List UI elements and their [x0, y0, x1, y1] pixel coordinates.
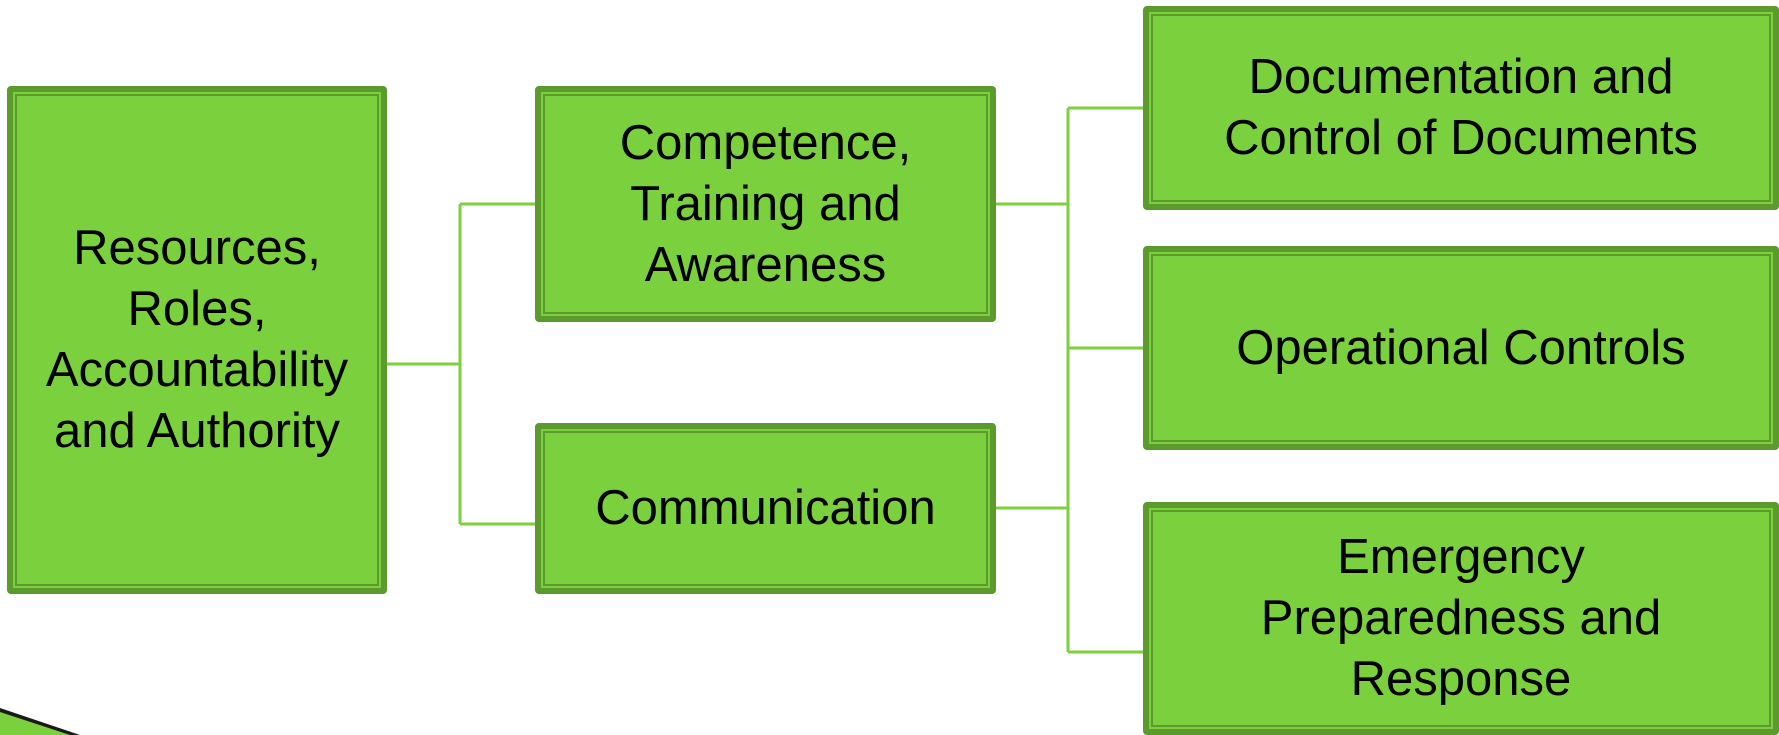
node-root: Resources, Roles, Accountability and Aut… [7, 86, 387, 594]
node-communication: Communication [535, 423, 996, 594]
node-communication-label: Communication [595, 481, 936, 535]
node-operational: Operational Controls [1143, 246, 1779, 450]
node-documentation: Documentation and Control of Documents [1143, 6, 1779, 210]
corner-arrow-decoration [0, 708, 80, 735]
node-emergency-label: Emergency Preparedness and Response [1260, 530, 1662, 706]
node-competence: Competence, Training and Awareness [535, 86, 996, 322]
node-root-label: Resources, Roles, Accountability and Aut… [45, 221, 349, 458]
node-documentation-label: Documentation and Control of Documents [1224, 50, 1698, 165]
node-competence-label: Competence, Training and Awareness [619, 115, 912, 292]
node-operational-label: Operational Controls [1236, 320, 1686, 375]
node-emergency: Emergency Preparedness and Response [1143, 502, 1779, 735]
